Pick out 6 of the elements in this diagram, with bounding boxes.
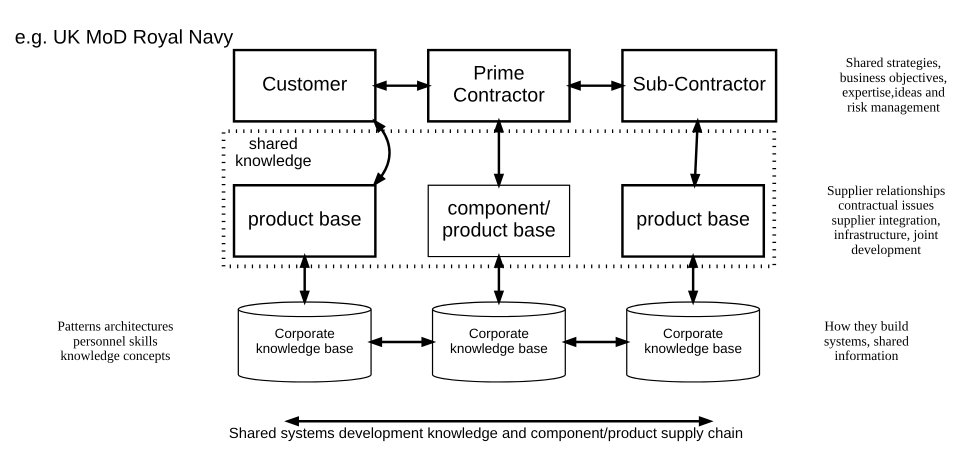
node-label: e.g. UK MoD Royal Navy [14, 26, 234, 48]
label: Shared strategies, business objectives, expertise,ideas and risk management [840, 54, 948, 114]
caption: Shared systems development knowledge and component/product supply chain [228, 425, 744, 442]
label: How they build systems, shared information [824, 318, 909, 363]
label: Patterns architectures personnel skills knowledge concepts [57, 318, 174, 363]
label: Supplier relationships contractual issues supplier integration, infrastructure, joint development [826, 182, 946, 256]
